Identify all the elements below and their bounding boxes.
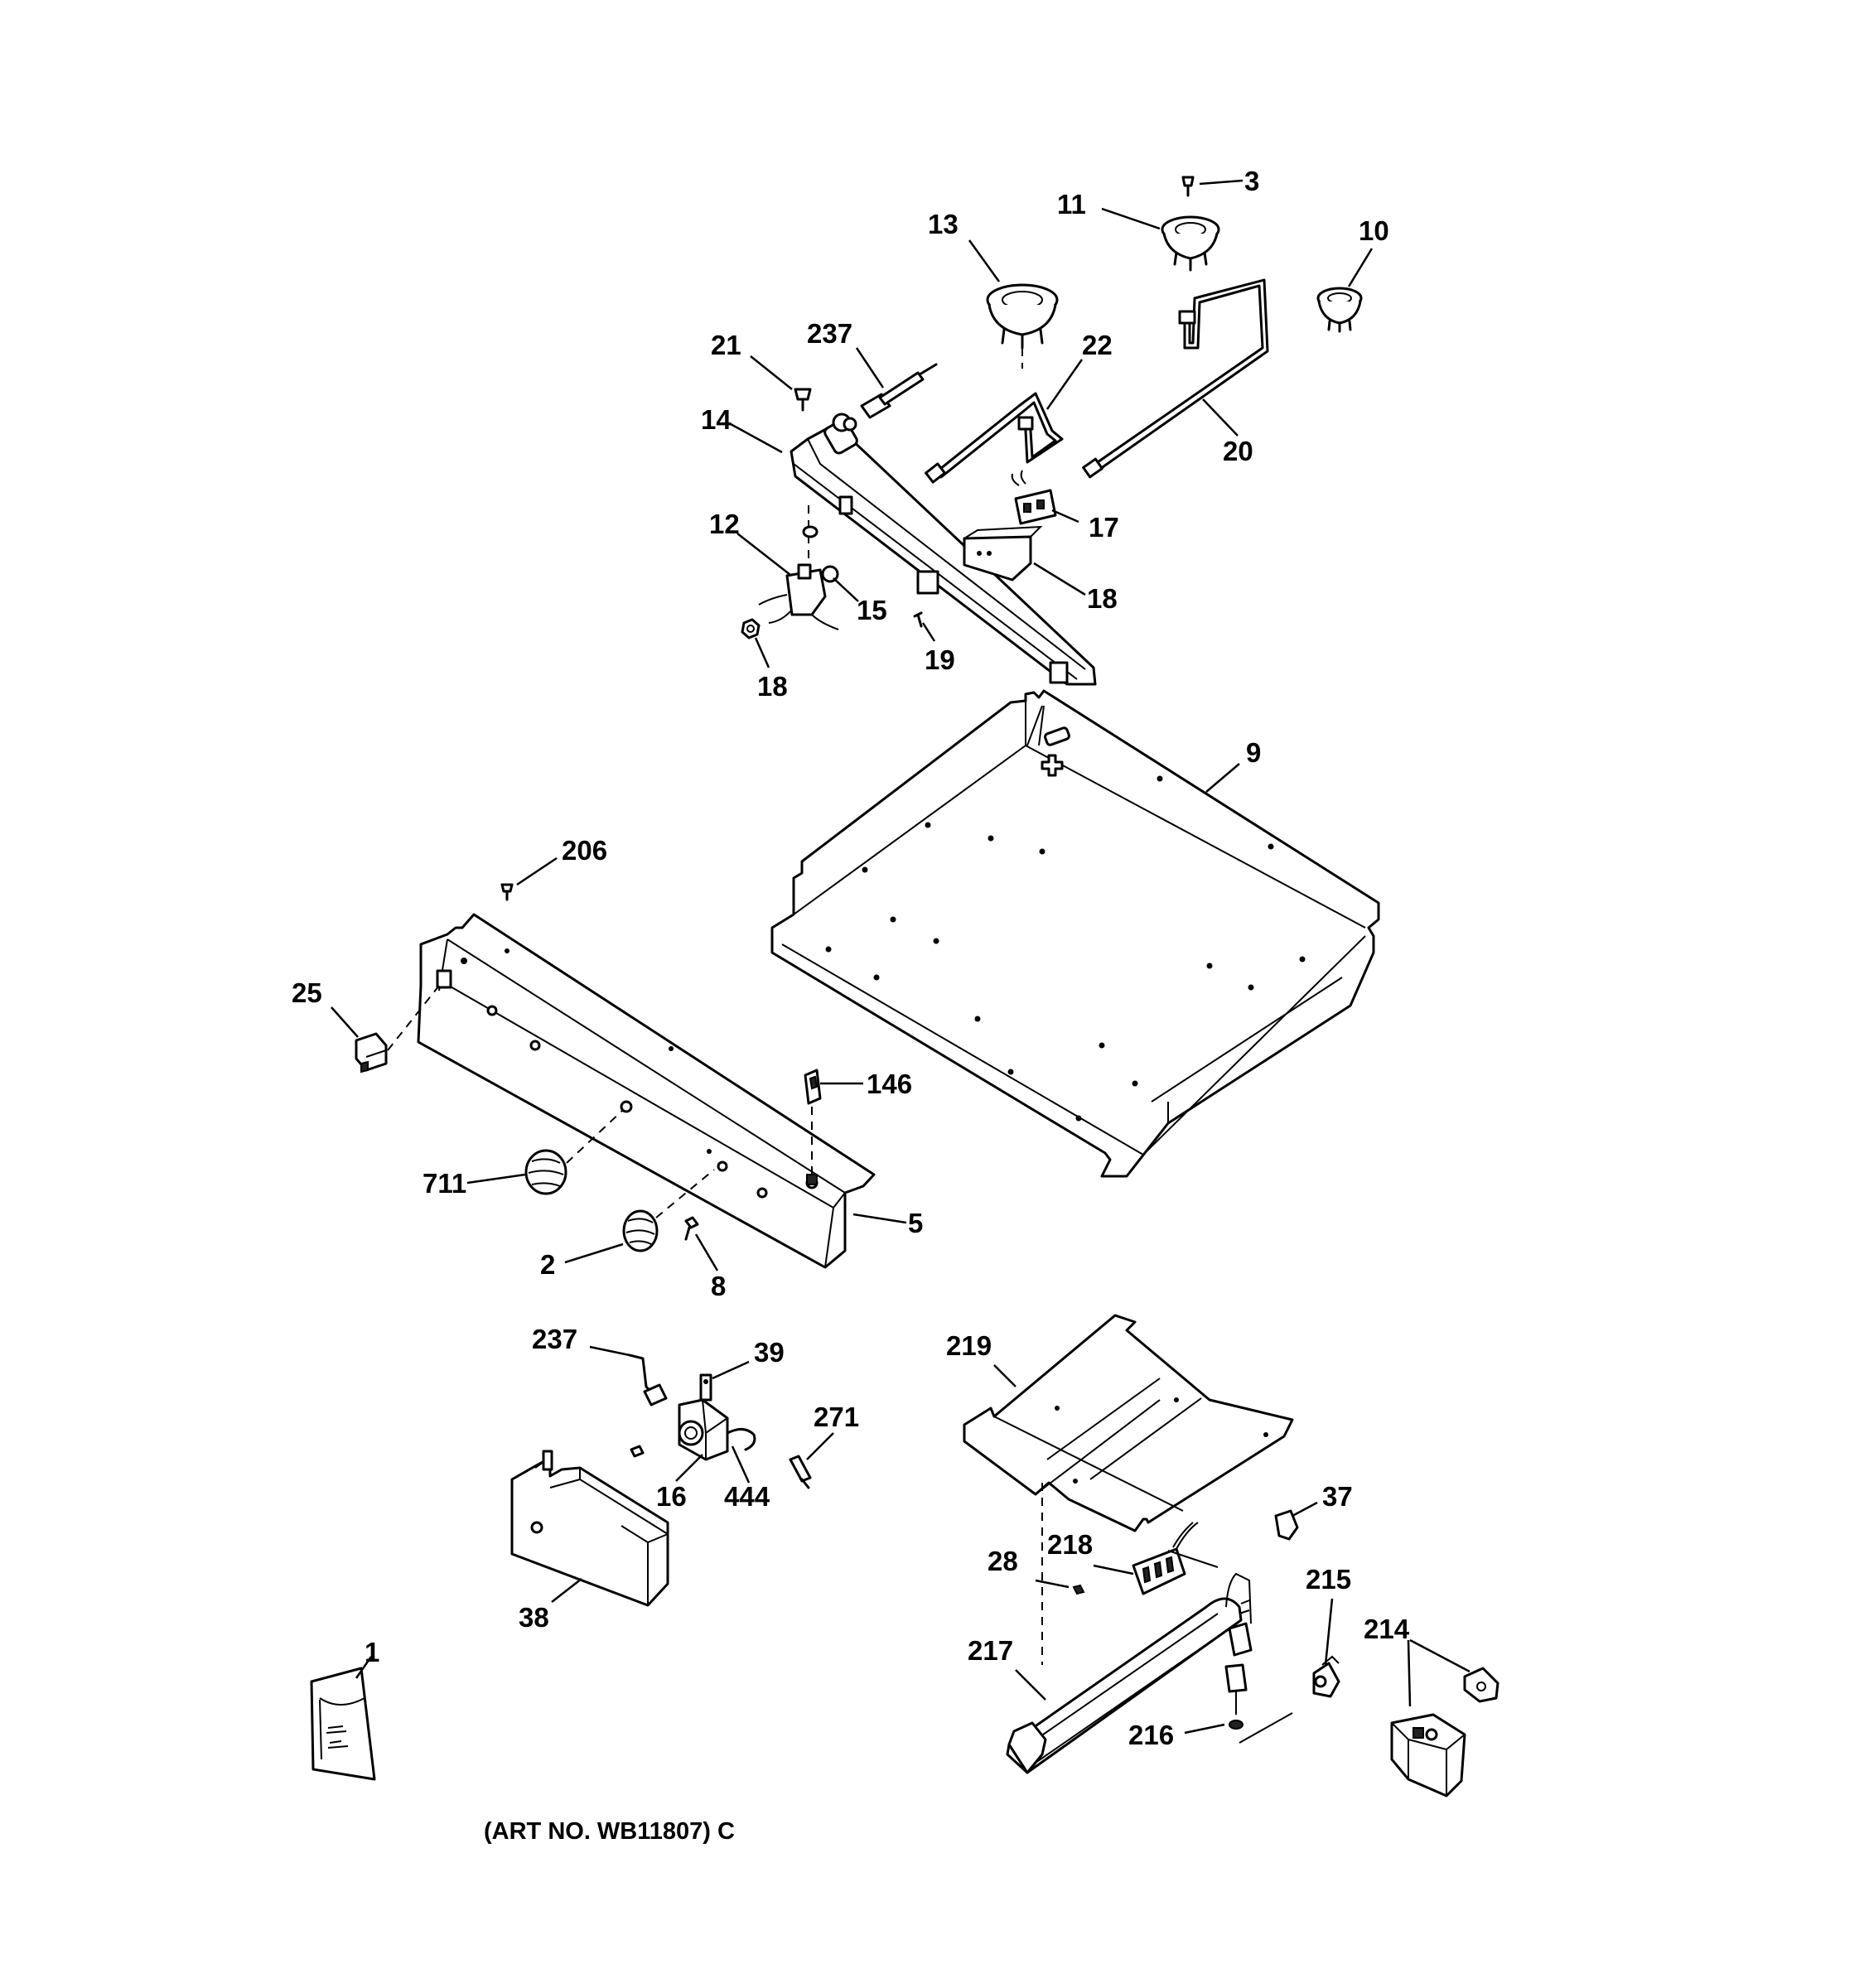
burner-head-part-13	[986, 283, 1059, 350]
callout-10: 10	[1359, 215, 1389, 246]
fitting-part-237-top	[860, 363, 938, 419]
callout-237-top: 237	[807, 318, 852, 349]
callout-14: 14	[701, 404, 732, 435]
screw-part-8	[684, 1216, 699, 1241]
callout-9: 9	[1246, 737, 1261, 768]
callout-8: 8	[711, 1271, 726, 1301]
callout-25: 25	[292, 977, 322, 1008]
callout-39: 39	[754, 1337, 785, 1368]
owners-manual-part-1	[310, 1667, 376, 1781]
callout-13: 13	[928, 209, 959, 239]
callout-444: 444	[724, 1481, 770, 1512]
callout-219: 219	[946, 1330, 992, 1361]
leader-lines	[331, 179, 1470, 1735]
art-number-caption: (ART NO. WB11807) C	[484, 1818, 735, 1845]
knob-part-2	[622, 1209, 659, 1252]
burner-head-part-11	[1161, 215, 1220, 272]
callout-216: 216	[1128, 1720, 1174, 1750]
fitting-part-271	[789, 1455, 812, 1489]
switch-part-17	[1011, 470, 1057, 525]
tube-part-20	[1082, 278, 1269, 479]
control-panel-part-5	[417, 913, 876, 1269]
callout-28: 28	[988, 1546, 1018, 1576]
screw-part-16-small	[630, 1445, 645, 1458]
burner-tube-part-217	[1006, 1572, 1253, 1774]
callout-labels: 3 11 13 10 21 237 22 14 20 12 17 18 15 1…	[292, 166, 1410, 1845]
cover-part-38	[510, 1450, 669, 1607]
switch-part-25	[355, 1032, 388, 1074]
valve-assembly-group	[510, 1353, 812, 1607]
screw-part-3	[1181, 176, 1195, 197]
screw-part-206	[500, 883, 514, 901]
callout-38: 38	[519, 1602, 549, 1633]
callout-237-lower: 237	[532, 1324, 577, 1354]
fastener-part-21	[794, 388, 812, 412]
broiler-assembly-group	[963, 1314, 1499, 1797]
callout-11: 11	[1057, 189, 1086, 220]
tube-part-22	[925, 392, 1064, 484]
callout-217: 217	[968, 1635, 1013, 1666]
fitting-part-237-lower	[628, 1353, 668, 1407]
callout-271: 271	[814, 1402, 859, 1432]
manifold-pipe-part-14	[790, 413, 1097, 686]
callout-5: 5	[908, 1208, 923, 1238]
callout-2: 2	[540, 1249, 555, 1280]
screw-part-28	[1072, 1584, 1085, 1595]
callout-146: 146	[867, 1069, 912, 1099]
burner-head-part-10	[1316, 287, 1363, 333]
electrode-part-218	[1132, 1522, 1219, 1595]
callout-18-left: 18	[757, 671, 788, 702]
nut-part-18	[741, 618, 761, 639]
heat-shield-part-219	[963, 1314, 1294, 1532]
callout-1: 1	[365, 1637, 379, 1667]
burner-assembly-group	[741, 176, 1363, 686]
callout-37: 37	[1322, 1481, 1353, 1512]
valve-part-12	[758, 563, 839, 630]
callout-206: 206	[562, 835, 607, 866]
callout-18-right: 18	[1087, 583, 1118, 614]
callout-22: 22	[1082, 330, 1113, 360]
callout-17: 17	[1089, 512, 1119, 543]
callout-215: 215	[1306, 1564, 1351, 1595]
bracket-part-18	[963, 525, 1043, 581]
screw-part-19	[913, 611, 923, 628]
callout-16: 16	[656, 1481, 687, 1512]
orifice-part-216	[1224, 1663, 1293, 1744]
callout-20: 20	[1223, 436, 1253, 466]
callout-3: 3	[1244, 166, 1259, 196]
burner-box-part-9	[770, 689, 1380, 1178]
callout-214: 214	[1364, 1614, 1410, 1644]
bracket-part-37	[1274, 1509, 1299, 1541]
spark-module-part-214	[1390, 1667, 1499, 1797]
callout-21: 21	[711, 330, 741, 360]
callout-711: 711	[423, 1168, 466, 1199]
knob-part-711	[524, 1149, 567, 1195]
regulator-part-39	[678, 1373, 756, 1461]
clip-part-146	[804, 1069, 822, 1185]
callout-19: 19	[925, 644, 955, 675]
callout-218: 218	[1047, 1529, 1093, 1560]
nut-part-15	[802, 525, 819, 538]
callout-12: 12	[709, 509, 740, 539]
callout-15: 15	[857, 595, 887, 625]
burner-box-holes	[825, 775, 1306, 1122]
